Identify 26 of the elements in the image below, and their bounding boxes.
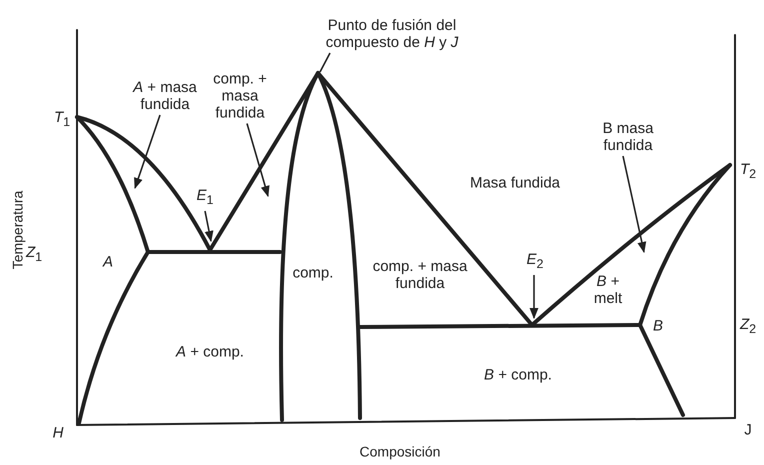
callout-label: Punto de fusión del compuesto de H y J	[297, 17, 487, 51]
axis-corner-label: J	[744, 422, 752, 438]
leader-arrow	[530, 275, 538, 320]
region-label: comp. + masa fundida	[372, 258, 468, 292]
point-label: T$_{1}$	[54, 109, 70, 131]
leader-arrow	[622, 156, 646, 254]
point-label: B	[653, 318, 663, 334]
region-label: B + melt	[592, 273, 624, 307]
leader-arrow	[246, 123, 270, 198]
axis-corner-label: H	[52, 424, 64, 442]
leader-line	[319, 52, 331, 72]
region-label: Masa fundida	[470, 174, 560, 192]
leader-arrow	[134, 114, 161, 190]
region-label: comp.	[292, 264, 334, 282]
point-label: T$_{2}$	[740, 161, 756, 183]
leader-arrow	[204, 210, 214, 242]
point-label: E$_{1}$	[196, 187, 214, 209]
axis-title: Temperatura	[10, 190, 26, 270]
region-label: A + comp.	[176, 344, 244, 360]
point-label: Z$_{2}$	[740, 316, 756, 338]
region-label: A	[103, 254, 113, 270]
axis-title: Composición	[360, 444, 440, 460]
point-label: E$_{2}$	[526, 251, 544, 273]
region-label: B + comp.	[484, 366, 552, 384]
point-label: Z$_{1}$	[26, 244, 42, 266]
callout-label: B masa fundida	[588, 120, 668, 154]
